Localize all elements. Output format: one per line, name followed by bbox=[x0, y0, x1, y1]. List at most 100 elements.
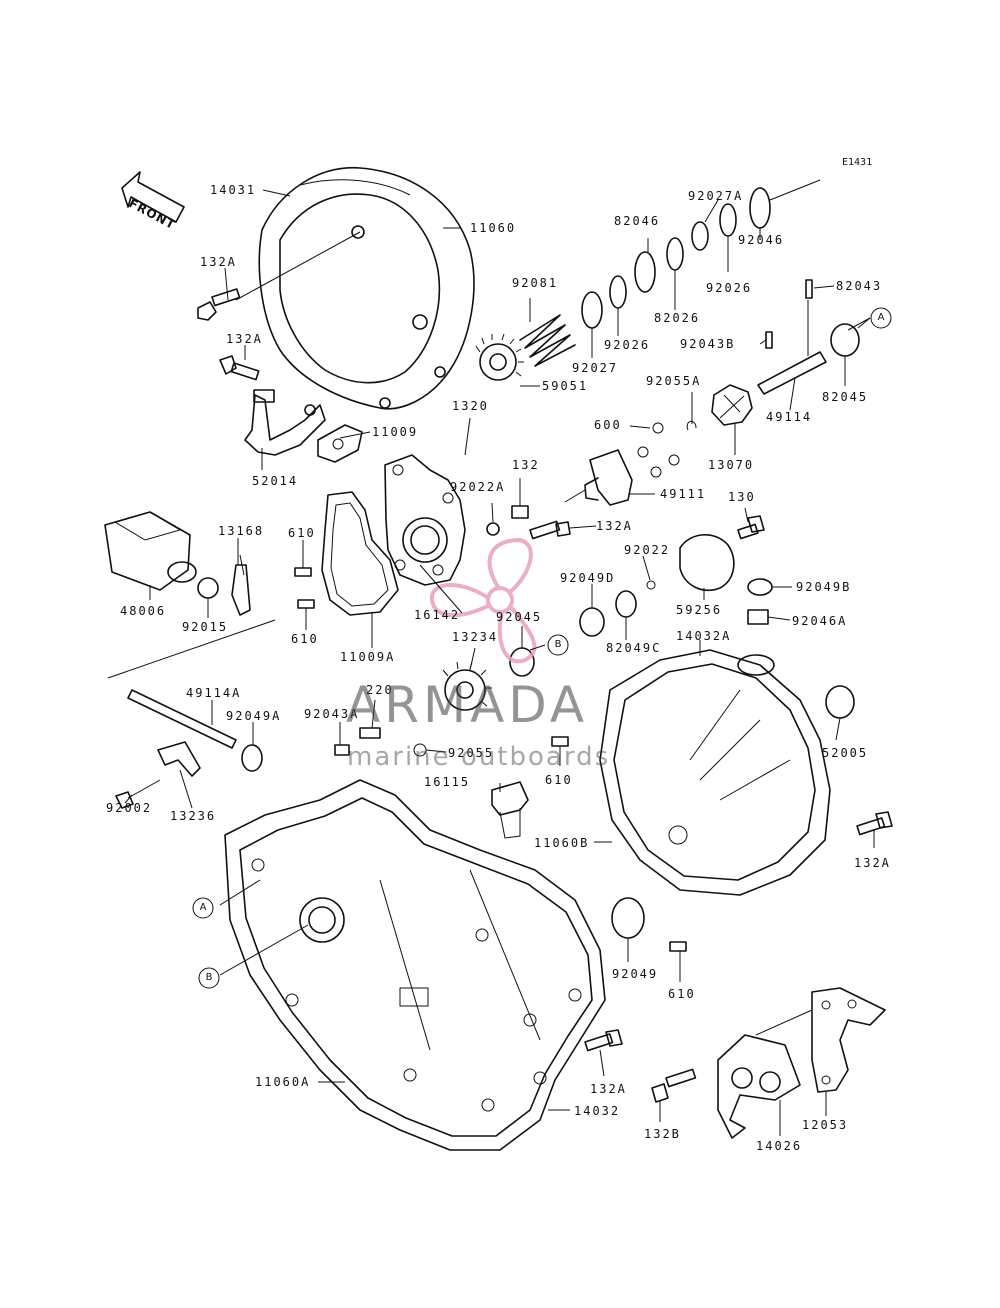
pin-82043 bbox=[805, 279, 813, 299]
bolt-132a-right-side bbox=[856, 811, 893, 836]
washer-92026 bbox=[609, 275, 627, 309]
part-label: 132A bbox=[200, 255, 237, 269]
water-pump-housing-16142 bbox=[384, 454, 466, 586]
part-label: 92026 bbox=[706, 281, 753, 295]
part-label: 11060B bbox=[534, 836, 590, 850]
part-label: 59051 bbox=[542, 379, 589, 393]
shaft-49114a bbox=[107, 619, 276, 749]
washer-82046 bbox=[634, 251, 656, 293]
part-label: 610 bbox=[545, 773, 573, 787]
bolt-132a-top bbox=[197, 288, 241, 321]
part-label: 52005 bbox=[822, 746, 869, 760]
bracket-13236 bbox=[157, 741, 201, 777]
part-label: 82049C bbox=[606, 641, 662, 655]
bolt-132 bbox=[511, 505, 529, 519]
part-label: 49114A bbox=[186, 686, 242, 700]
part-label: 92049A bbox=[226, 709, 282, 723]
part-label: 13236 bbox=[170, 809, 217, 823]
part-label: 92055 bbox=[448, 746, 495, 760]
part-label: 52014 bbox=[252, 474, 299, 488]
part-label: 1320 bbox=[452, 399, 489, 413]
part-label: 92055A bbox=[646, 374, 702, 388]
part-label: 82043 bbox=[836, 279, 883, 293]
gear-59051 bbox=[475, 333, 524, 381]
part-label: 14026 bbox=[756, 1139, 803, 1153]
part-label: 92002 bbox=[106, 801, 153, 815]
guard-14026 bbox=[717, 1034, 801, 1139]
part-label: 14032A bbox=[676, 629, 732, 643]
part-label: 13234 bbox=[452, 630, 499, 644]
part-label: 220 bbox=[366, 683, 394, 697]
bearing-82049c bbox=[615, 590, 637, 618]
clutch-cover-11060 bbox=[258, 167, 475, 410]
part-label: 132 bbox=[512, 458, 540, 472]
part-label: 92022A bbox=[450, 480, 506, 494]
part-label: 92043A bbox=[304, 707, 360, 721]
bolt-132a-lower bbox=[584, 1029, 623, 1052]
bolt-132a-mid bbox=[219, 355, 260, 381]
washer-92027 bbox=[581, 291, 603, 329]
part-label: 92045 bbox=[496, 610, 543, 624]
reference-circles bbox=[192, 307, 892, 989]
part-label: 59256 bbox=[676, 603, 723, 617]
part-label: 11060 bbox=[470, 221, 517, 235]
part-label: 11060A bbox=[255, 1075, 311, 1089]
water-elbow-52014 bbox=[244, 389, 326, 456]
gasket-11009a bbox=[321, 491, 399, 616]
impeller-13070 bbox=[711, 384, 753, 426]
plate-59256 bbox=[679, 534, 735, 592]
ref-marker-b-lower: B bbox=[205, 972, 213, 983]
washer-82026 bbox=[666, 237, 684, 271]
part-label: 13070 bbox=[708, 458, 755, 472]
part-label: 49111 bbox=[660, 487, 707, 501]
washer-92015 bbox=[197, 577, 219, 599]
pin-92043a bbox=[334, 744, 350, 756]
part-label: 92049B bbox=[796, 580, 852, 594]
part-label: 92015 bbox=[182, 620, 229, 634]
washer-92022 bbox=[646, 580, 656, 590]
washer-92027a bbox=[691, 221, 709, 251]
part-label: 11009 bbox=[372, 425, 419, 439]
dowel-pin-610-a bbox=[294, 567, 312, 577]
bracket-12053 bbox=[811, 987, 886, 1093]
part-label: 92046 bbox=[738, 233, 785, 247]
part-label: 82026 bbox=[654, 311, 701, 325]
watermark-logo-icon bbox=[429, 537, 537, 664]
part-label: 130 bbox=[728, 490, 756, 504]
leader-lines bbox=[124, 189, 875, 1136]
part-label: 132A bbox=[854, 856, 891, 870]
part-label: 92027A bbox=[688, 189, 744, 203]
part-label: 14031 bbox=[210, 183, 257, 197]
part-label: 82045 bbox=[822, 390, 869, 404]
part-label: 600 bbox=[594, 418, 622, 432]
part-label: 132A bbox=[226, 332, 263, 346]
steel-balls-600 bbox=[637, 422, 680, 478]
diagram-code: E1431 bbox=[842, 157, 873, 168]
ring-92055a bbox=[686, 421, 697, 431]
bearing-92049d bbox=[579, 607, 605, 637]
part-label: 49114 bbox=[766, 410, 813, 424]
part-label: 610 bbox=[668, 987, 696, 1001]
part-label: 92046A bbox=[792, 614, 848, 628]
part-label: 92026 bbox=[604, 338, 651, 352]
gasket-11009 bbox=[317, 424, 363, 463]
part-label: 14032 bbox=[574, 1104, 621, 1118]
seal-92049a bbox=[241, 744, 263, 772]
seal-92049 bbox=[611, 897, 645, 939]
spring-92081 bbox=[519, 314, 576, 367]
crankcase-cover-11060a bbox=[224, 779, 606, 1151]
bolt-130 bbox=[737, 515, 765, 540]
part-label: 11009A bbox=[340, 650, 396, 664]
part-label: 610 bbox=[291, 632, 319, 646]
dowel-pin-610-d bbox=[669, 941, 687, 952]
front-arrow-icon bbox=[121, 171, 185, 223]
seal-82045 bbox=[830, 323, 860, 357]
shaft-49114 bbox=[757, 351, 827, 395]
ref-marker-b: B bbox=[554, 639, 562, 650]
plug-16115 bbox=[491, 781, 529, 839]
seal-52005 bbox=[825, 685, 855, 719]
part-label: 92043B bbox=[680, 337, 736, 351]
collar-92049b bbox=[747, 578, 773, 596]
